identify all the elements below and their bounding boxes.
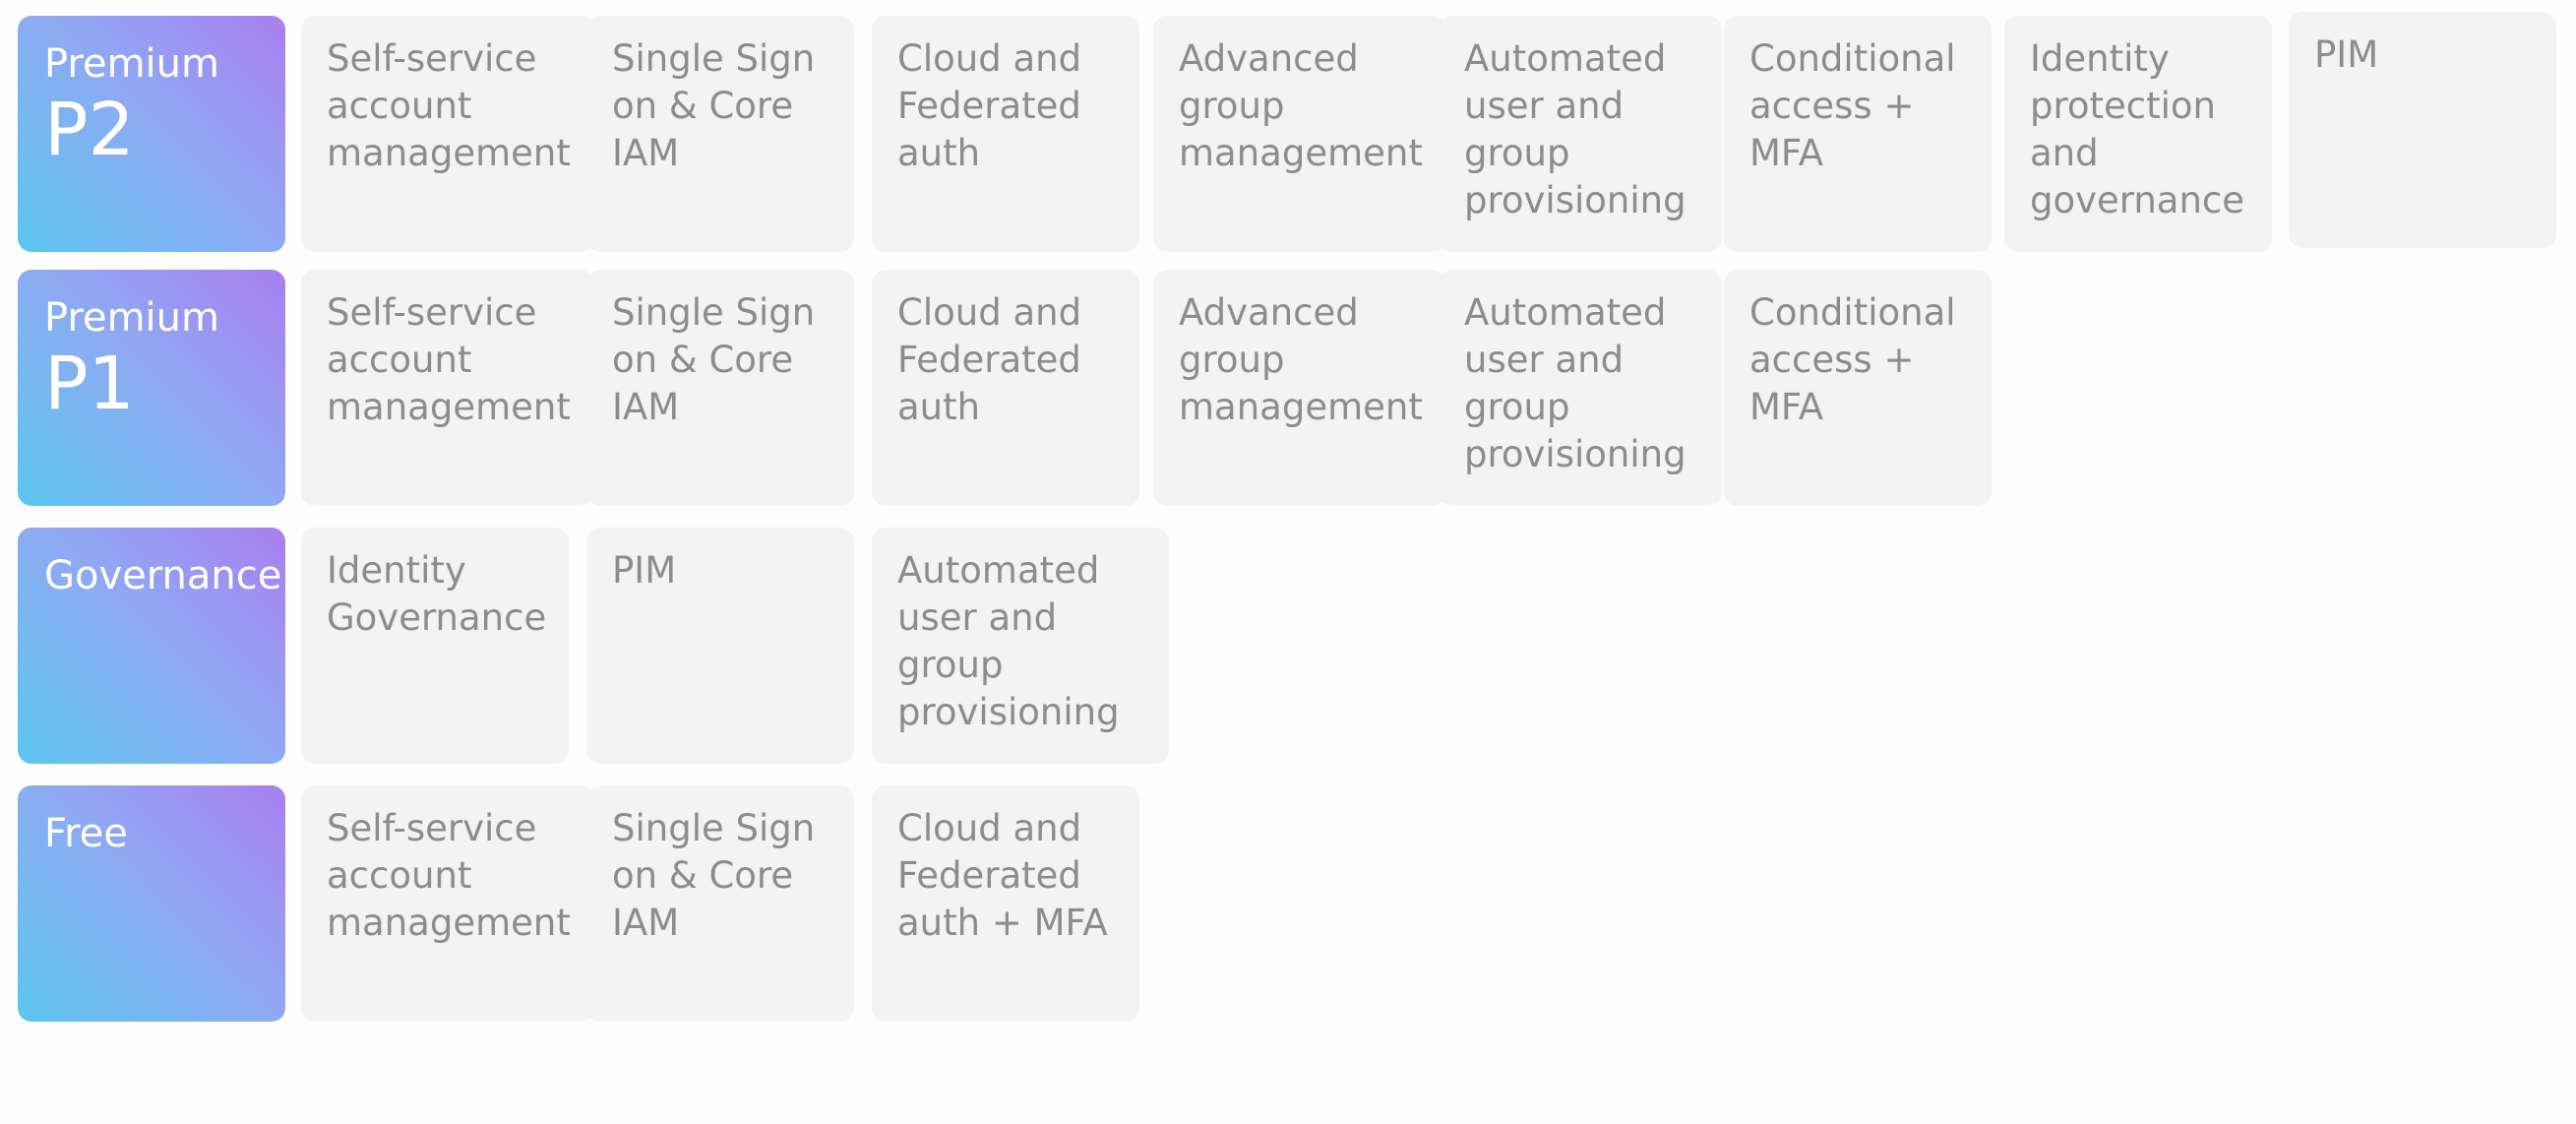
tier-label: Premium [44,295,219,341]
feature-label: Identity Governance [327,549,547,639]
feature-tile: Single Sign on & Core IAM [586,16,854,252]
feature-label: Cloud and Federated auth [897,37,1082,174]
tier-sub-label: P2 [44,88,135,172]
feature-label: Conditional access + MFA [1749,37,1956,174]
feature-tile: Identity protection and governance [2004,16,2272,252]
feature-tile: Automated user and group provisioning [1439,270,1722,506]
feature-label: Identity protection and governance [2030,37,2245,221]
feature-tile: Self-service account management [301,785,594,1022]
feature-tile: Conditional access + MFA [1724,16,1992,252]
feature-label: Single Sign on & Core IAM [612,37,816,174]
tier-card-governance: Governance [18,528,285,764]
feature-tile: PIM [2289,12,2556,248]
tier-card-free: Free [18,785,285,1022]
feature-label: Automated user and group provisioning [1464,291,1687,475]
feature-label: PIM [2314,33,2379,76]
feature-label: Conditional access + MFA [1749,291,1956,428]
feature-tile: Conditional access + MFA [1724,270,1992,506]
feature-tile: Self-service account management [301,270,594,506]
feature-label: Self-service account management [327,37,571,174]
feature-tile: Automated user and group provisioning [1439,16,1722,252]
feature-tile: Identity Governance [301,528,569,764]
feature-tile: Automated user and group provisioning [872,528,1169,764]
feature-label: Self-service account management [327,807,571,944]
feature-label: Self-service account management [327,291,571,428]
feature-label: PIM [612,549,677,592]
feature-tile: Cloud and Federated auth [872,16,1139,252]
tier-card-premium-p2: Premium P2 [18,16,285,252]
tier-sub-label: P1 [44,342,135,426]
tier-label: Free [44,811,128,856]
feature-tile: Single Sign on & Core IAM [586,270,854,506]
feature-label: Cloud and Federated auth + MFA [897,807,1108,944]
feature-tile: Cloud and Federated auth [872,270,1139,506]
feature-tile: Cloud and Federated auth + MFA [872,785,1139,1022]
feature-tile: Self-service account management [301,16,594,252]
tier-card-premium-p1: Premium P1 [18,270,285,506]
feature-tile: Advanced group management [1153,16,1446,252]
tier-label: Governance [44,553,282,598]
feature-tile: Single Sign on & Core IAM [586,785,854,1022]
feature-label: Single Sign on & Core IAM [612,291,816,428]
feature-label: Advanced group management [1179,291,1423,428]
feature-tile: PIM [586,528,854,764]
feature-label: Automated user and group provisioning [897,549,1120,733]
feature-label: Automated user and group provisioning [1464,37,1687,221]
feature-label: Cloud and Federated auth [897,291,1082,428]
tier-label: Premium [44,41,219,87]
feature-label: Advanced group management [1179,37,1423,174]
feature-label: Single Sign on & Core IAM [612,807,816,944]
feature-tile: Advanced group management [1153,270,1446,506]
